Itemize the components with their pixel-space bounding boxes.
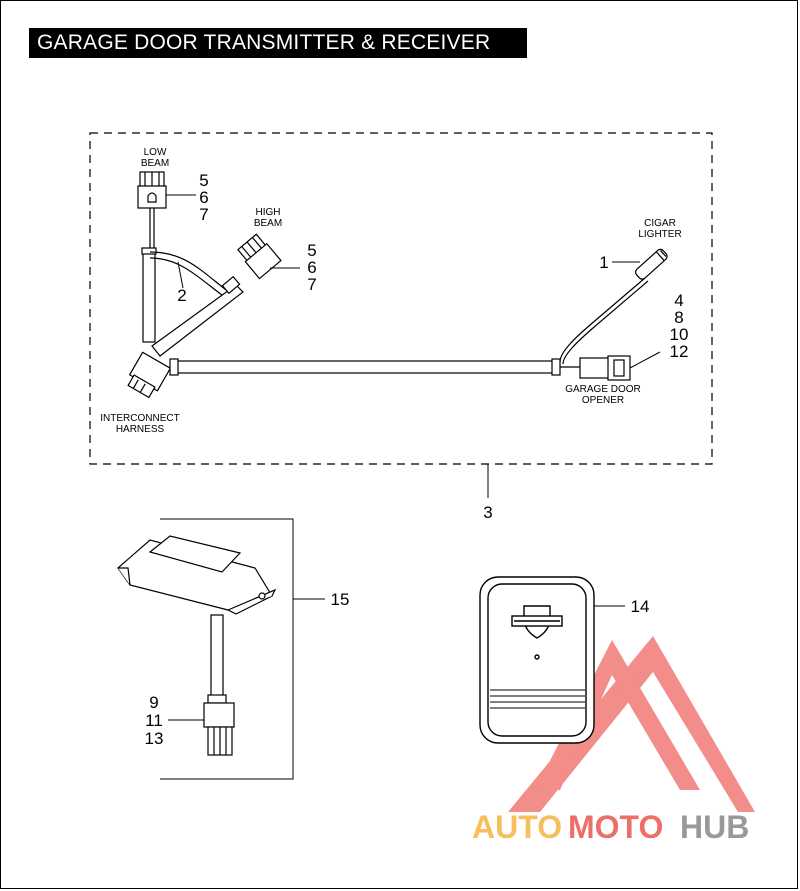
callout-kit-3: 3 (483, 503, 492, 522)
callout-receiver-connector-13: 13 (145, 729, 164, 748)
opener-leader (629, 351, 661, 369)
callout-opener-8: 8 (674, 308, 683, 327)
label-interconnect-harness-2: HARNESS (116, 424, 165, 435)
callout-receiver-connector-11: 11 (145, 711, 163, 730)
interconnect-connector (127, 351, 172, 399)
receiver-module (117, 535, 277, 756)
label-cigar-lighter-2: LIGHTER (638, 229, 681, 240)
transmitter-remote (479, 576, 595, 744)
label-cigar-lighter-1: CIGAR (644, 218, 676, 229)
harness-leader (177, 261, 184, 289)
watermark-logo (508, 636, 755, 812)
callout-high-beam-7: 7 (307, 275, 316, 294)
label-high-beam-2: BEAM (254, 218, 282, 229)
label-interconnect-harness-1: INTERCONNECT (100, 413, 179, 424)
callout-cigar-plug-1: 1 (599, 253, 608, 272)
callout-opener-4: 4 (674, 291, 683, 310)
page-title: GARAGE DOOR TRANSMITTER & RECEIVER (29, 28, 527, 58)
callout-opener-12: 12 (670, 342, 689, 361)
harness-branches (141, 247, 244, 357)
callout-low-beam-7: 7 (199, 205, 208, 224)
cigar-plug (634, 248, 668, 280)
callout-receiver-connector-9: 9 (149, 693, 158, 712)
watermark-auto: AUTO (472, 809, 562, 845)
callout-harness-2: 2 (177, 286, 186, 305)
watermark-text: AUTO MOTO HUB (472, 809, 749, 845)
watermark-triangle-inner (535, 640, 700, 790)
callout-low-beam-5: 5 (199, 171, 208, 190)
callout-low-beam-6: 6 (199, 188, 208, 207)
callout-high-beam-6: 6 (307, 258, 316, 277)
callout-high-beam-5: 5 (307, 241, 316, 260)
opener-connector (579, 355, 631, 381)
callout-transmitter-14: 14 (631, 597, 650, 616)
callout-receiver-15: 15 (331, 590, 350, 609)
watermark-hub: HUB (680, 809, 749, 845)
high-beam-connector (237, 233, 282, 280)
watermark-triangle-cutout (575, 725, 650, 790)
receiver-bracket (160, 518, 294, 780)
label-garage-door-opener-1: GARAGE DOOR (565, 384, 641, 395)
label-garage-door-opener-2: OPENER (582, 395, 624, 406)
low-beam-connector (137, 171, 167, 250)
callout-opener-10: 10 (670, 325, 689, 344)
label-low-beam-1: LOW (144, 147, 167, 158)
main-cable (169, 277, 649, 376)
kit-dashed-box (89, 132, 713, 465)
watermark-moto: MOTO (568, 809, 663, 845)
label-low-beam-2: BEAM (141, 158, 169, 169)
label-high-beam-1: HIGH (256, 207, 281, 218)
bar-and-shield-icon (511, 605, 563, 639)
